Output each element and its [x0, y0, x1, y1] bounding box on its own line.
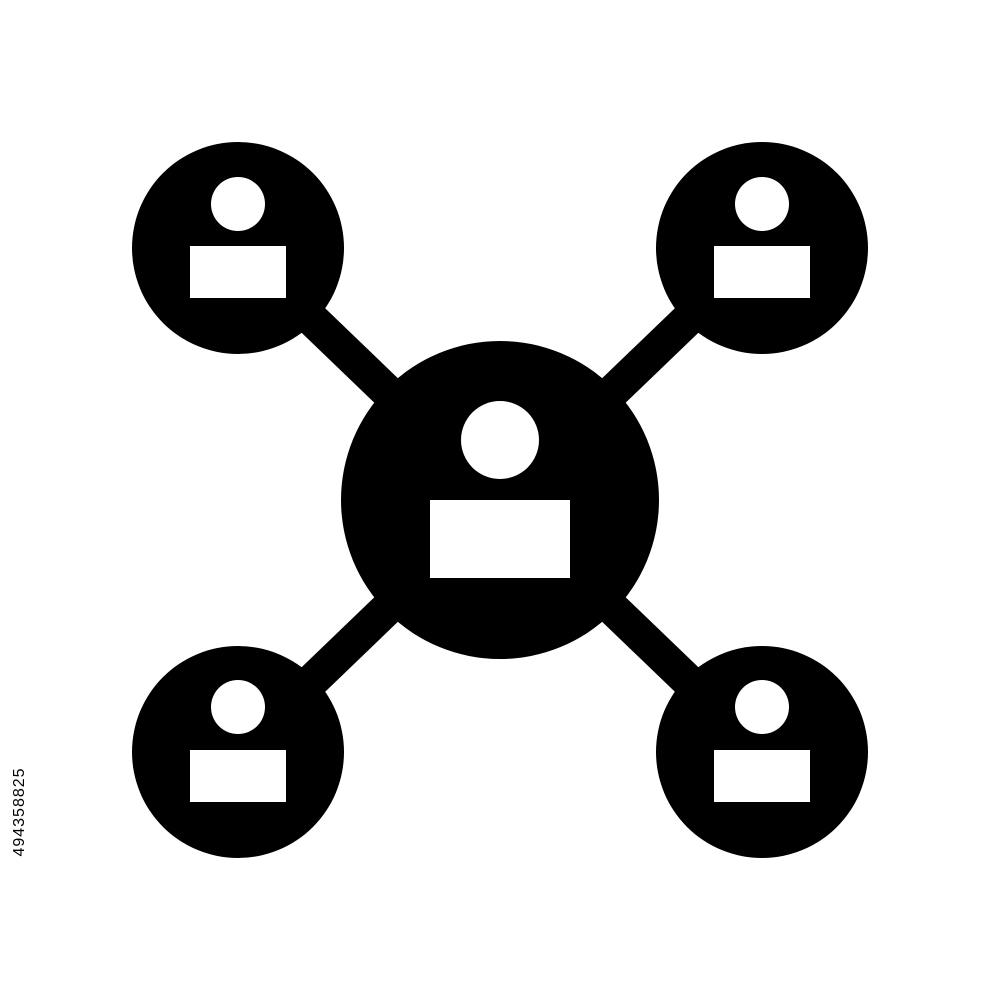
bottom-right-person-node [656, 646, 868, 858]
top-right-person-head [735, 177, 789, 231]
bottom-left-person-node [132, 646, 344, 858]
center-person-head [461, 401, 539, 479]
center-person-node [341, 341, 659, 659]
top-left-person-node [132, 142, 344, 354]
stock-id-text: 494358825 [11, 767, 28, 857]
stock-id-label: 494358825 [0, 0, 40, 1000]
bottom-left-person-body [190, 750, 286, 802]
top-left-person-head [211, 177, 265, 231]
top-left-person-body [190, 246, 286, 298]
bottom-left-person-head [211, 680, 265, 734]
bottom-right-person-head [735, 680, 789, 734]
center-person-body [430, 500, 570, 578]
top-right-person-node [656, 142, 868, 354]
bottom-right-person-body [714, 750, 810, 802]
top-right-person-body [714, 246, 810, 298]
